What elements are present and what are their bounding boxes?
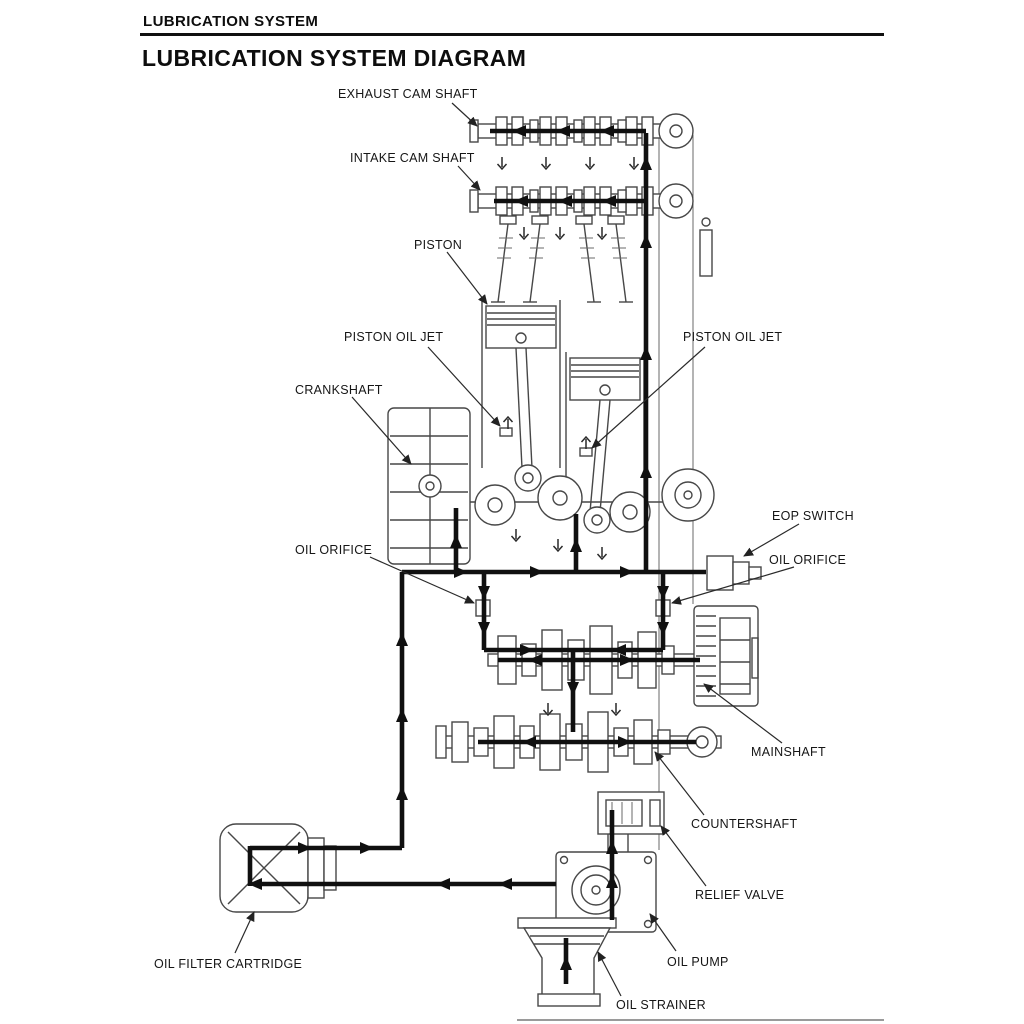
- label-leader-lines: [234, 102, 800, 997]
- oil-flow-lines: [247, 125, 706, 984]
- header-rule: [140, 33, 884, 36]
- label-relief-valve: RELIEF VALVE: [695, 888, 785, 902]
- label-exhaust-cam-shaft: EXHAUST CAM SHAFT: [338, 87, 478, 101]
- eop-switch-drawing: [706, 555, 762, 591]
- label-piston-oil-jet-left: PISTON OIL JET: [344, 330, 444, 344]
- label-crankshaft: CRANKSHAFT: [295, 383, 383, 397]
- page-title: LUBRICATION SYSTEM DIAGRAM: [142, 45, 527, 71]
- label-oil-pump: OIL PUMP: [667, 955, 729, 969]
- crankshaft-drawing: [387, 407, 715, 565]
- label-oil-orifice-right: OIL ORIFICE: [769, 553, 847, 567]
- label-oil-strainer: OIL STRAINER: [616, 998, 706, 1012]
- oil-filter-cartridge-drawing: [219, 823, 337, 913]
- oil-spray-arrows: [496, 156, 640, 716]
- label-eop-switch: EOP SWITCH: [772, 509, 854, 523]
- oil-orifice-drawing: [475, 599, 671, 617]
- valve-train-drawing: [491, 215, 633, 303]
- footer-rule: [517, 1019, 884, 1021]
- relief-valve-drawing: [597, 791, 665, 852]
- label-piston: PISTON: [414, 238, 463, 252]
- label-countershaft: COUNTERSHAFT: [691, 817, 798, 831]
- section-header: LUBRICATION SYSTEM: [143, 13, 319, 30]
- label-mainshaft: MAINSHAFT: [751, 745, 826, 759]
- label-piston-oil-jet-right: PISTON OIL JET: [683, 330, 783, 344]
- label-oil-orifice-left: OIL ORIFICE: [295, 543, 373, 557]
- mainshaft-drawing: [487, 605, 759, 707]
- label-intake-cam-shaft: INTAKE CAM SHAFT: [350, 151, 475, 165]
- label-oil-filter-cartridge: OIL FILTER CARTRIDGE: [154, 957, 303, 971]
